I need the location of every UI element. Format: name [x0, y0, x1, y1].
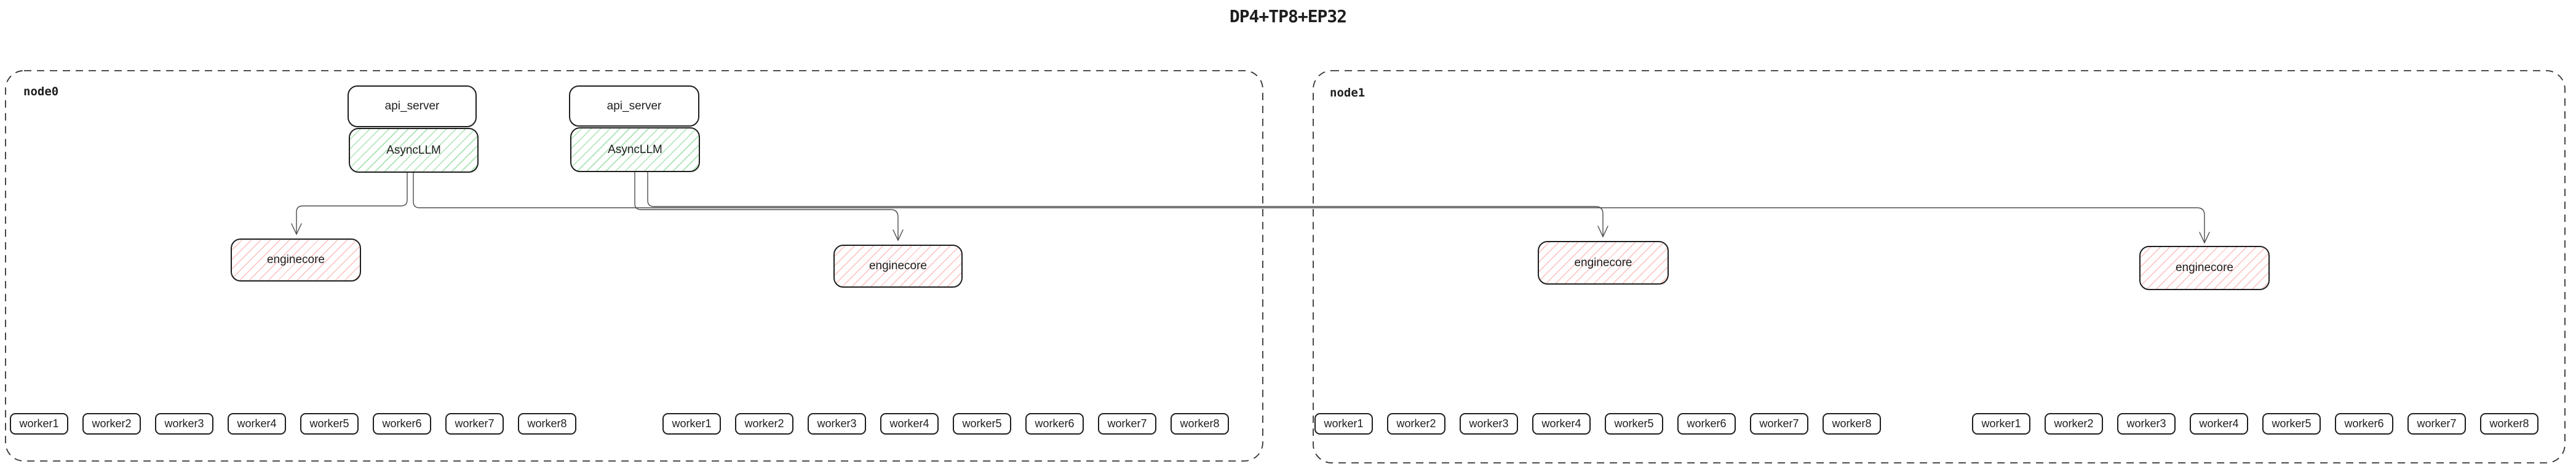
- api-server-2-box: api_server: [569, 85, 699, 127]
- worker-box: worker6: [1025, 413, 1084, 435]
- node0-label: node0: [23, 85, 59, 98]
- worker-box: worker5: [300, 413, 359, 435]
- node1-worker-group-1: worker1 worker2 worker3 worker4 worker5 …: [1314, 413, 1881, 435]
- worker-box: worker2: [2045, 413, 2103, 435]
- asyncllm-1-box: AsyncLLM: [349, 128, 479, 173]
- worker-box: worker7: [445, 413, 504, 435]
- worker-box: worker7: [2407, 413, 2466, 435]
- worker-box: worker8: [518, 413, 576, 435]
- node1-worker-group-2: worker1 worker2 worker3 worker4 worker5 …: [1972, 413, 2538, 435]
- arrow-asyncllm1-to-enginecore4: [413, 172, 2210, 244]
- node0-enginecore-2-box: enginecore: [833, 245, 963, 288]
- node1-enginecore-1-box: enginecore: [1538, 241, 1669, 285]
- worker-box: worker1: [1314, 413, 1373, 435]
- worker-box: worker6: [373, 413, 431, 435]
- worker-box: worker6: [1677, 413, 1736, 435]
- worker-box: worker3: [2117, 413, 2176, 435]
- node1-border: [1313, 70, 2566, 463]
- arrow-asyncllm1-to-enginecore1: [291, 172, 408, 235]
- diagram-title: DP4+TP8+EP32: [1229, 6, 1347, 26]
- worker-box: worker8: [2480, 413, 2538, 435]
- worker-box: worker2: [82, 413, 141, 435]
- worker-box: worker5: [1605, 413, 1663, 435]
- worker-box: worker5: [953, 413, 1011, 435]
- worker-box: worker4: [1532, 413, 1591, 435]
- worker-box: worker2: [1387, 413, 1445, 435]
- node0-worker-group-1: worker1 worker2 worker3 worker4 worker5 …: [10, 413, 576, 435]
- worker-box: worker3: [808, 413, 866, 435]
- worker-box: worker4: [2190, 413, 2248, 435]
- node1-enginecore-2-box: enginecore: [2139, 246, 2270, 290]
- worker-box: worker3: [155, 413, 213, 435]
- asyncllm-2-box: AsyncLLM: [570, 127, 700, 172]
- arrow-asyncllm2-to-enginecore3: [647, 171, 1608, 238]
- worker-box: worker7: [1750, 413, 1808, 435]
- worker-box: worker1: [662, 413, 721, 435]
- api-server-1-box: api_server: [348, 85, 477, 127]
- node0-worker-group-2: worker1 worker2 worker3 worker4 worker5 …: [662, 413, 1229, 435]
- worker-box: worker1: [10, 413, 68, 435]
- worker-box: worker8: [1823, 413, 1881, 435]
- node0-border: [5, 70, 1263, 462]
- worker-box: worker4: [880, 413, 939, 435]
- worker-box: worker6: [2335, 413, 2393, 435]
- worker-box: worker4: [228, 413, 286, 435]
- worker-box: worker8: [1171, 413, 1229, 435]
- node1-label: node1: [1330, 86, 1366, 100]
- node0-enginecore-1-box: enginecore: [231, 238, 361, 282]
- worker-box: worker5: [2262, 413, 2321, 435]
- worker-box: worker7: [1098, 413, 1156, 435]
- arrow-asyncllm2-to-enginecore2: [634, 171, 904, 242]
- worker-box: worker3: [1460, 413, 1518, 435]
- worker-box: worker2: [735, 413, 793, 435]
- worker-box: worker1: [1972, 413, 2030, 435]
